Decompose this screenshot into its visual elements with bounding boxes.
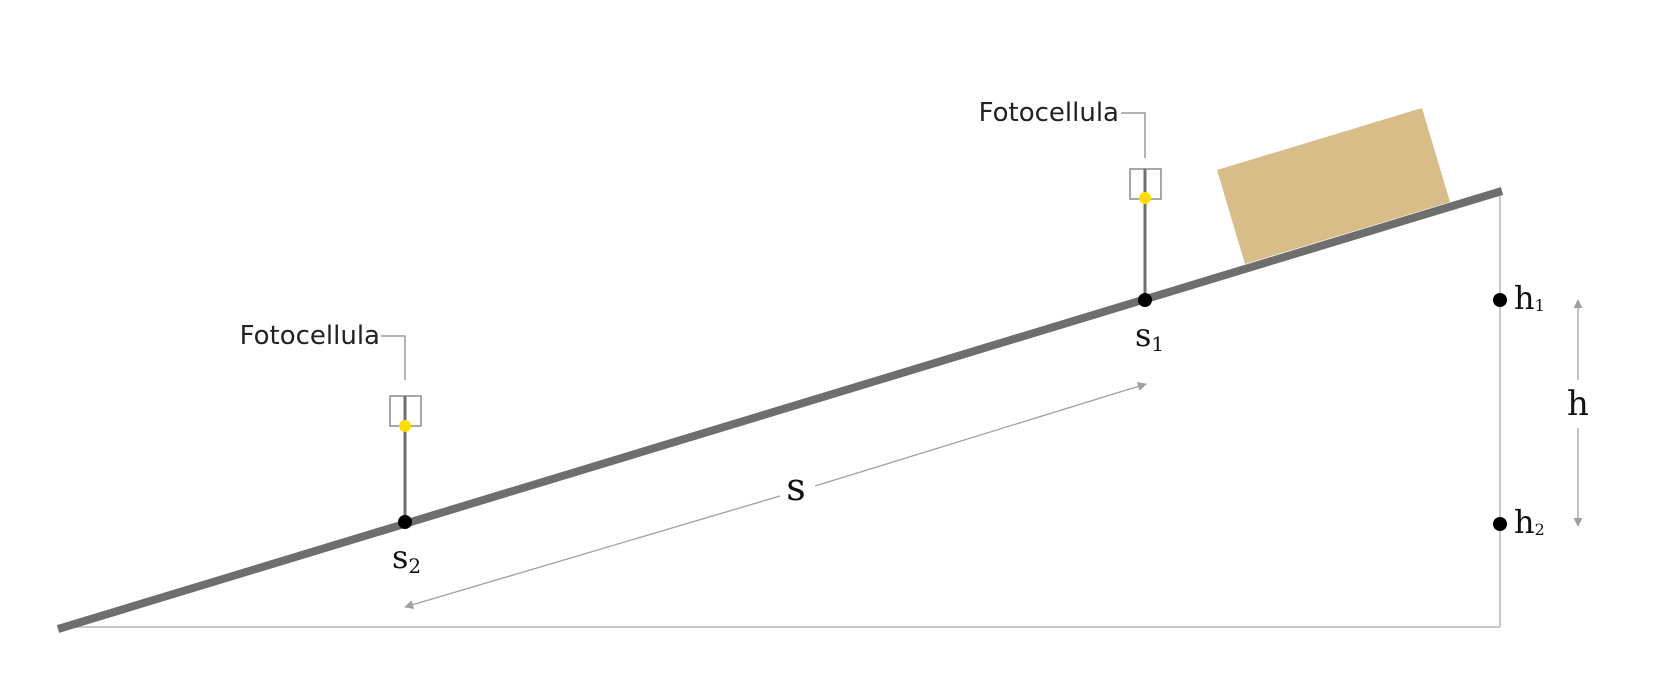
- photocell-bottom-label: Fotocellula: [240, 321, 380, 351]
- distance-arrow-upper: [814, 382, 1147, 487]
- point-h2: [1493, 517, 1507, 531]
- label-s: s: [786, 465, 806, 509]
- point-s1: [1138, 293, 1152, 307]
- photocell-top-sensor: [1139, 192, 1151, 204]
- label-s1: s1: [1135, 316, 1164, 356]
- label-s2: s2: [392, 538, 421, 578]
- photocell-bottom-sensor: [399, 420, 411, 432]
- sliding-block: [1217, 108, 1450, 264]
- label-h: h: [1567, 384, 1589, 424]
- label-h2: h2: [1514, 503, 1545, 541]
- distance-arrow-lower: [404, 495, 781, 610]
- point-h1: [1493, 293, 1507, 307]
- label-h1: h1: [1514, 279, 1545, 317]
- photocell-top-leader: [1121, 112, 1146, 158]
- photocell-top-label: Fotocellula: [979, 98, 1119, 128]
- ramp: [56, 187, 1504, 633]
- point-s2: [398, 515, 412, 529]
- photocell-bottom-leader: [381, 335, 406, 380]
